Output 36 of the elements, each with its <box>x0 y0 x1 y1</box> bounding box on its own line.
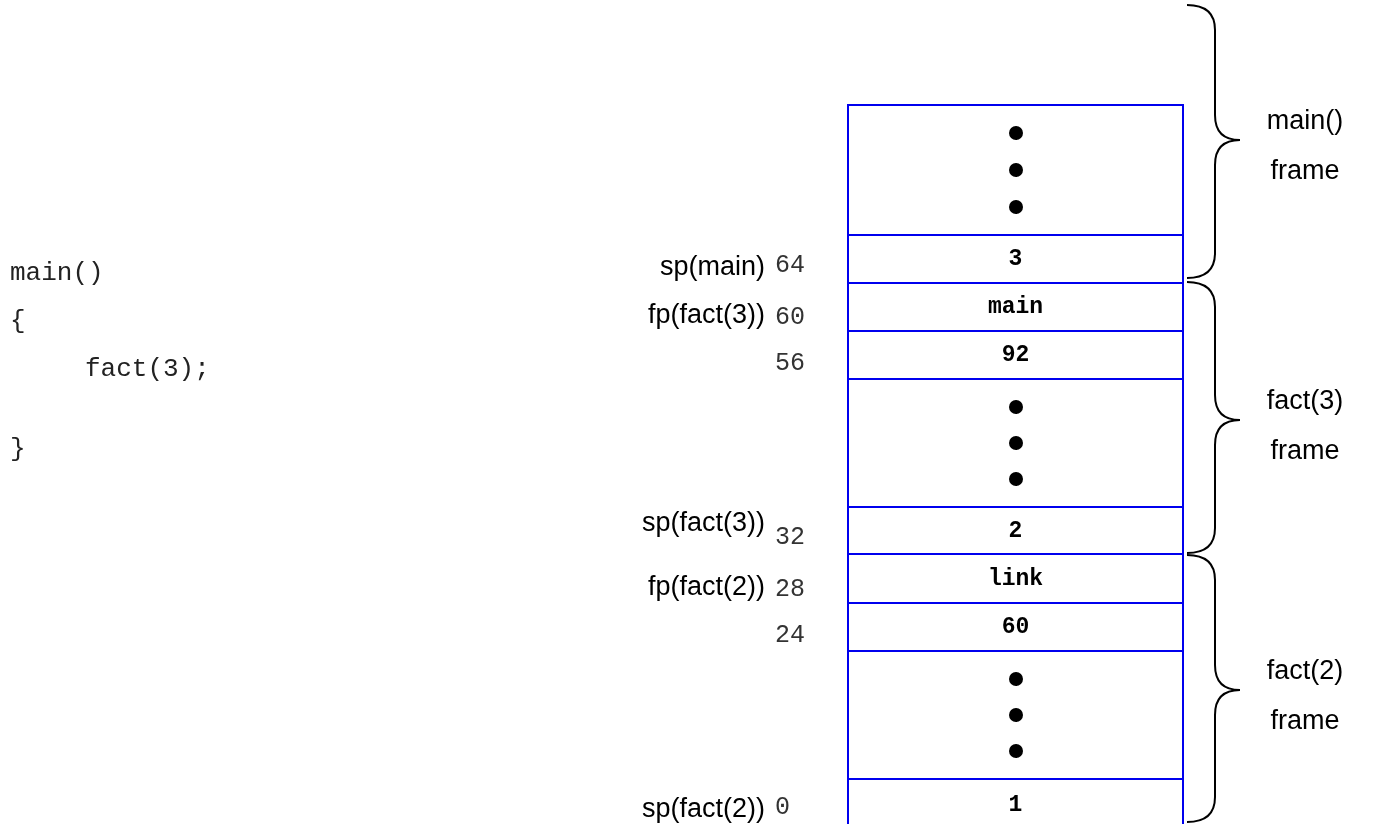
cell-value: 3 <box>1008 246 1023 272</box>
stack-cell <box>847 104 1184 236</box>
stack-cell <box>847 282 1184 332</box>
address: 32 <box>775 522 805 554</box>
code-line: { <box>10 305 26 337</box>
pointer-label: fp(fact(2)) <box>648 570 766 602</box>
code-line: } <box>10 433 26 465</box>
pointer-label: sp(main) <box>660 250 766 282</box>
address: 56 <box>775 348 805 380</box>
cell-value: 60 <box>1001 614 1030 640</box>
stack-cell <box>847 778 1184 824</box>
cell-value: 1 <box>1008 792 1023 818</box>
pointer-label: sp(fact(3)) <box>642 506 766 538</box>
code-line: main() <box>10 257 104 289</box>
code-line: fact(3); <box>85 353 210 385</box>
address: 0 <box>775 792 790 824</box>
address: 24 <box>775 620 805 652</box>
cell-value: 92 <box>1001 342 1030 368</box>
address: 28 <box>775 574 805 606</box>
address: 60 <box>775 302 805 334</box>
address: 64 <box>775 250 805 282</box>
pointer-label: fp(fact(3)) <box>648 298 766 330</box>
stack-cell <box>847 602 1184 652</box>
cell-value: 2 <box>1008 517 1023 544</box>
pointer-label: sp(fact(2)) <box>642 792 766 824</box>
stack-cell <box>847 650 1184 780</box>
stack-cell <box>847 330 1184 380</box>
stack-cell <box>847 553 1184 604</box>
stack-cell <box>847 506 1184 555</box>
frame-label: main() frame <box>1265 104 1345 187</box>
stack-cell <box>847 234 1184 284</box>
frame-label: fact(2) frame <box>1265 654 1345 737</box>
cell-value: main <box>987 294 1044 320</box>
frame-label: fact(3) frame <box>1265 384 1345 467</box>
stack-cell <box>847 378 1184 508</box>
cell-value: link <box>987 565 1044 592</box>
